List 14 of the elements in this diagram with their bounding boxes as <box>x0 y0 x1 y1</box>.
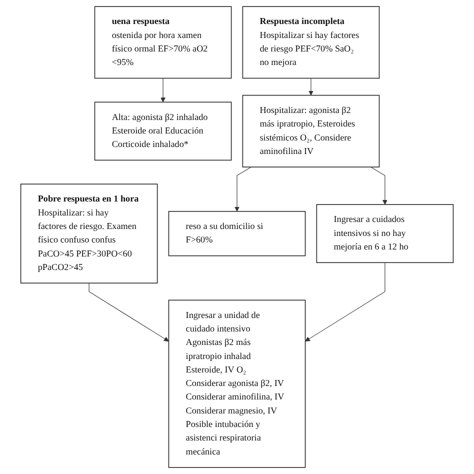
node-box: Ingresar a unidad de cuidado intensivo Agonistas β2 más ipratropio inhalad Esteroide, IV O₂ Considerar agonista β2, IV Considerar aminofilina, IV Considerar magnesio, IV Posible intubación y asistenci respiratoria mecánica <box>168 300 306 468</box>
node-box: Respuesta incompleta Hospitalizar si hay factores de riesgo PEF<70% SaO₂ no mejora <box>242 6 380 79</box>
arrow <box>88 282 169 342</box>
arrow <box>308 78 314 96</box>
node-box: reso a su domicilio si F>60% <box>168 210 306 256</box>
arrow <box>160 78 166 102</box>
node-box: Pobre respuesta en 1 hora Hospitalizar: si hay factores de riesgo. Examen físico confuso confus PaCO>45 PEF>30PO<60 pPaCO2>45 <box>20 184 158 284</box>
node-box: Ingresar a cuidados intensivos si no hay mejoría en 6 a 12 ho <box>316 204 454 264</box>
arrow <box>370 166 388 205</box>
node-box: Alta: agonista β2 inhalado Esteroide oral Educación Corticoide inhalado* <box>94 102 232 161</box>
node-box: Hospitalizar: agonista β2 más ipratropio, Esteroides sistémicos O₂, Considere aminofilina IV <box>242 94 380 168</box>
arrow <box>234 166 252 212</box>
node-box: uena respuesta ostenida por hora xamen físico ormal EF>70% aO2 <95% <box>94 6 232 79</box>
arrow <box>305 262 386 342</box>
